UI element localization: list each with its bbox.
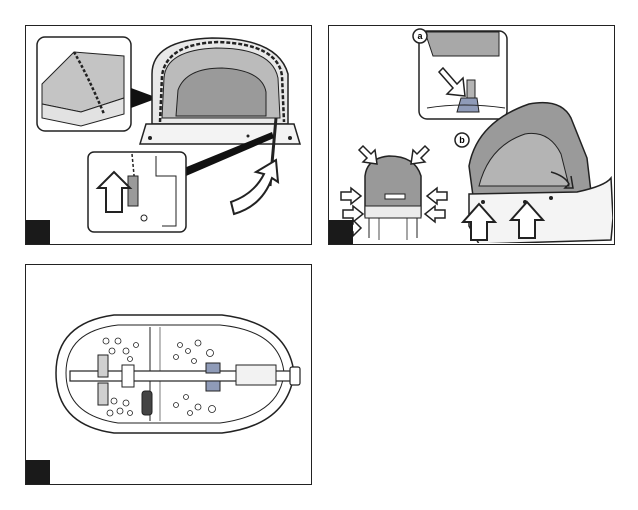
canopy-attach-illustration: a b: [329, 26, 613, 243]
instruction-panel-3: [25, 264, 312, 485]
step-number-box: [26, 460, 50, 484]
step-number-box: [329, 220, 353, 244]
callout-b-label: b: [459, 135, 465, 145]
carrycot-base-illustration: [26, 265, 310, 483]
instruction-panel-1: [25, 25, 312, 245]
canopy-assembly-illustration: [26, 26, 310, 243]
instruction-panel-2: a b: [328, 25, 615, 245]
step-number-box: [26, 220, 50, 244]
release-lever: [142, 391, 152, 415]
